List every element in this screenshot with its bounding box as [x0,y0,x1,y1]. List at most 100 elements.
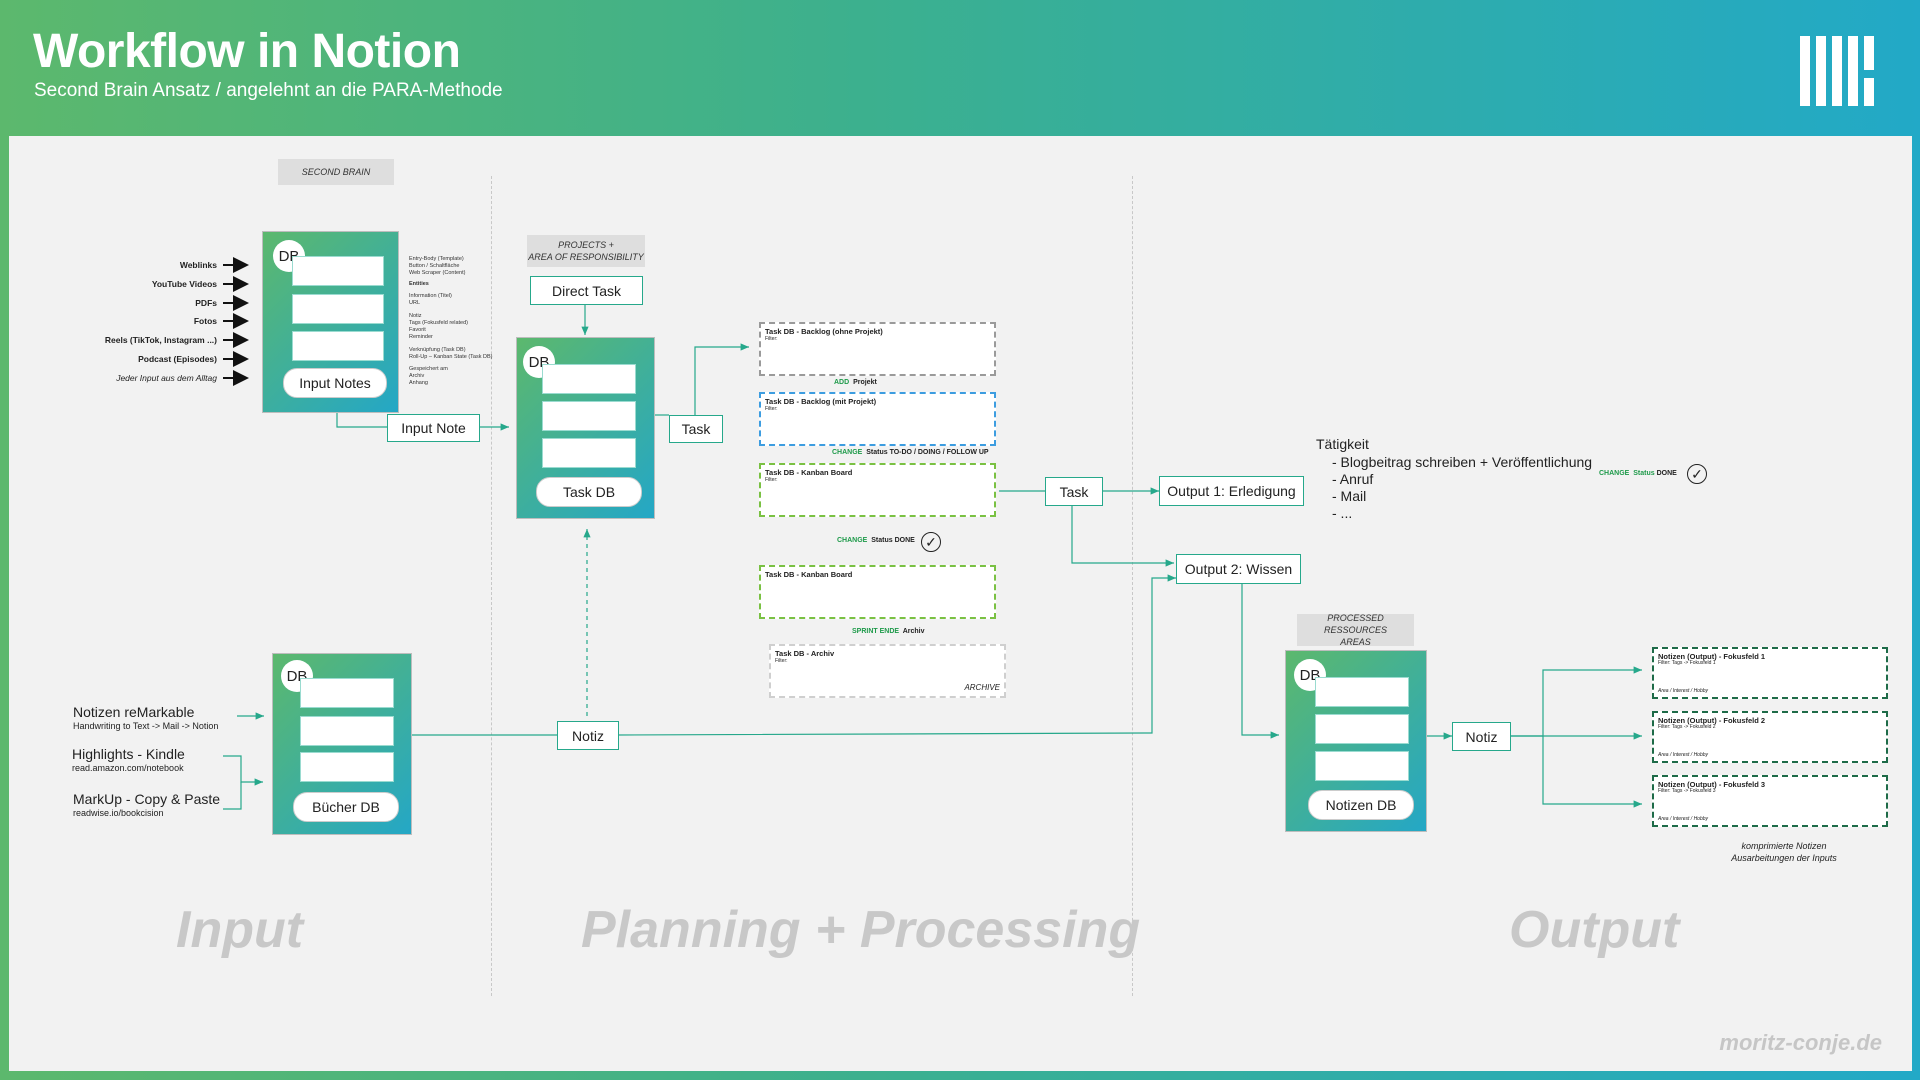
input-note-node[interactable]: Input Note [387,414,480,442]
property-item: Archiv [409,373,425,379]
connector-lines [223,257,1642,810]
output-board-fokusfeld-3[interactable]: Notizen (Output) - Fokusfeld 3 Filter: T… [1652,775,1888,827]
books-db-name: Bücher DB [293,792,399,822]
transition-keyword: CHANGE [1599,470,1630,477]
activity-status-change: CHANGE Status DONE [1599,470,1677,477]
property-item: Anhang [409,380,428,386]
board-kanban-1[interactable]: Task DB - Kanban Board Filter: [759,463,996,517]
board-archive[interactable]: Task DB - Archiv Filter: ARCHIVE [769,644,1006,698]
transition-add: ADD Projekt [834,379,877,386]
property-item: Gespeichert am [409,366,448,372]
db-row [300,716,394,746]
board-title: Notizen (Output) - Fokusfeld 2 [1658,716,1766,725]
output-caption: komprimierte Notizen Ausarbeitungen der … [1669,840,1899,864]
activity-item: - Anruf [1332,471,1374,487]
board-filter: Filter: Tags -> Fokusfeld 2 [1658,724,1716,730]
board-kanban-2[interactable]: Task DB - Kanban Board [759,565,996,619]
output-caption-line1: komprimierte Notizen [1741,841,1827,851]
property-item: Web Scraper (Content) [409,270,466,276]
task-node-2[interactable]: Task [1045,477,1103,506]
book-source-sub: read.amazon.com/notebook [72,763,184,773]
board-filter: Filter: [765,336,778,342]
resources-label-line1: PROCESSED RESSOURCES [1323,613,1387,635]
property-item: Notiz [409,313,422,319]
input-notes-db-name: Input Notes [283,368,387,398]
activity-item: - Mail [1332,488,1367,504]
board-filter: Filter: [765,477,778,483]
book-source-sub: readwise.io/bookcision [73,808,164,818]
db-row [542,401,636,431]
status-label: Status [1633,470,1655,477]
output-wissen-node[interactable]: Output 2: Wissen [1176,554,1301,584]
status-value: DONE [1656,470,1677,477]
db-row [292,331,384,361]
board-footer: Area / Interest / Hobby [1658,688,1709,694]
board-backlog-no-project[interactable]: Task DB - Backlog (ohne Projekt) Filter: [759,322,996,376]
direct-task-node[interactable]: Direct Task [530,276,643,305]
board-backlog-with-project[interactable]: Task DB - Backlog (mit Projekt) Filter: [759,392,996,446]
board-title: Task DB - Kanban Board [765,468,853,477]
output-erledigung-node[interactable]: Output 1: Erledigung [1159,476,1304,506]
book-source-title: Notizen reMarkable [73,704,195,720]
section-planning: Planning + Processing [581,901,1141,959]
source-item: Reels (TikTok, Instagram ...) [104,335,217,345]
activity-item: - ... [1332,505,1353,521]
board-title: Notizen (Output) - Fokusfeld 3 [1658,780,1766,789]
board-title: Notizen (Output) - Fokusfeld 1 [1658,652,1766,661]
page-title: Workflow in Notion [33,25,461,78]
task-db-card[interactable]: DB Task DB [516,337,655,519]
transition-text: Status DONE [871,537,915,544]
archive-corner-label: ARCHIVE [964,683,1000,692]
board-footer: Area / Interest / Hobby [1658,816,1709,822]
projects-label-line1: PROJECTS + [558,240,614,250]
books-db-card[interactable]: DB Bücher DB [272,653,412,835]
board-filter: Filter: Tags -> Fokusfeld 3 [1658,788,1716,794]
notizen-db-name: Notizen DB [1308,790,1414,820]
brand-logo [1800,36,1874,106]
source-item: Weblinks [179,260,217,270]
resources-label-line2: AREAS [1340,637,1371,647]
source-item: Jeder Input aus dem Alltag [116,373,217,383]
output-board-fokusfeld-1[interactable]: Notizen (Output) - Fokusfeld 1 Filter: T… [1652,647,1888,699]
transition-keyword: SPRINT ENDE [852,628,900,635]
board-filter: Filter: Tags -> Fokusfeld 1 [1658,660,1716,666]
notizen-db-card[interactable]: DB Notizen DB [1285,650,1427,832]
board-footer: Area / Interest / Hobby [1658,752,1709,758]
section-input: Input [176,901,304,959]
property-item: URL [409,300,421,306]
transition-text: Projekt [853,379,877,386]
notiz-node[interactable]: Notiz [557,721,619,750]
output-board-fokusfeld-2[interactable]: Notizen (Output) - Fokusfeld 2 Filter: T… [1652,711,1888,763]
section-divider [491,176,492,996]
activity-item: - Blogbeitrag schreiben + Veröffentlichu… [1332,454,1593,470]
notiz-node-2[interactable]: Notiz [1452,722,1511,751]
db-row [1315,714,1409,744]
transition-text: Archiv [902,628,925,635]
input-notes-db-card[interactable]: DB Input Notes [262,231,399,413]
property-item: Information (Titel) [409,293,452,299]
task-node[interactable]: Task [669,415,723,443]
footer-site: moritz-conje.de [1719,1030,1882,1055]
db-row [292,256,384,286]
db-row [542,438,636,468]
transition-text: Status TO-DO / DOING / FOLLOW UP [866,449,989,456]
property-item: Button / Schaltfläche [409,263,460,269]
transition-change-status: CHANGE Status TO-DO / DOING / FOLLOW UP [832,449,989,456]
property-item: Favorit [409,327,426,333]
section-divider [1132,176,1133,996]
projects-label-line2: AREA OF RESPONSIBILITY [528,252,644,262]
board-title: Task DB - Backlog (ohne Projekt) [765,327,883,336]
source-item: Fotos [193,316,217,326]
resources-label: PROCESSED RESSOURCES AREAS [1297,613,1414,647]
transition-change-done: CHANGE Status DONE [837,537,915,544]
db-row [292,294,384,324]
transition-keyword: CHANGE [837,537,868,544]
db-row [1315,751,1409,781]
source-item: PDFs [195,298,217,308]
book-source-sub: Handwriting to Text -> Mail -> Notion [73,721,219,731]
output-caption-line2: Ausarbeitungen der Inputs [1731,853,1837,863]
property-item: Entities [409,281,429,287]
second-brain-label: SECOND BRAIN [278,159,394,185]
board-filter: Filter: [765,406,778,412]
board-title: Task DB - Kanban Board [765,570,853,579]
